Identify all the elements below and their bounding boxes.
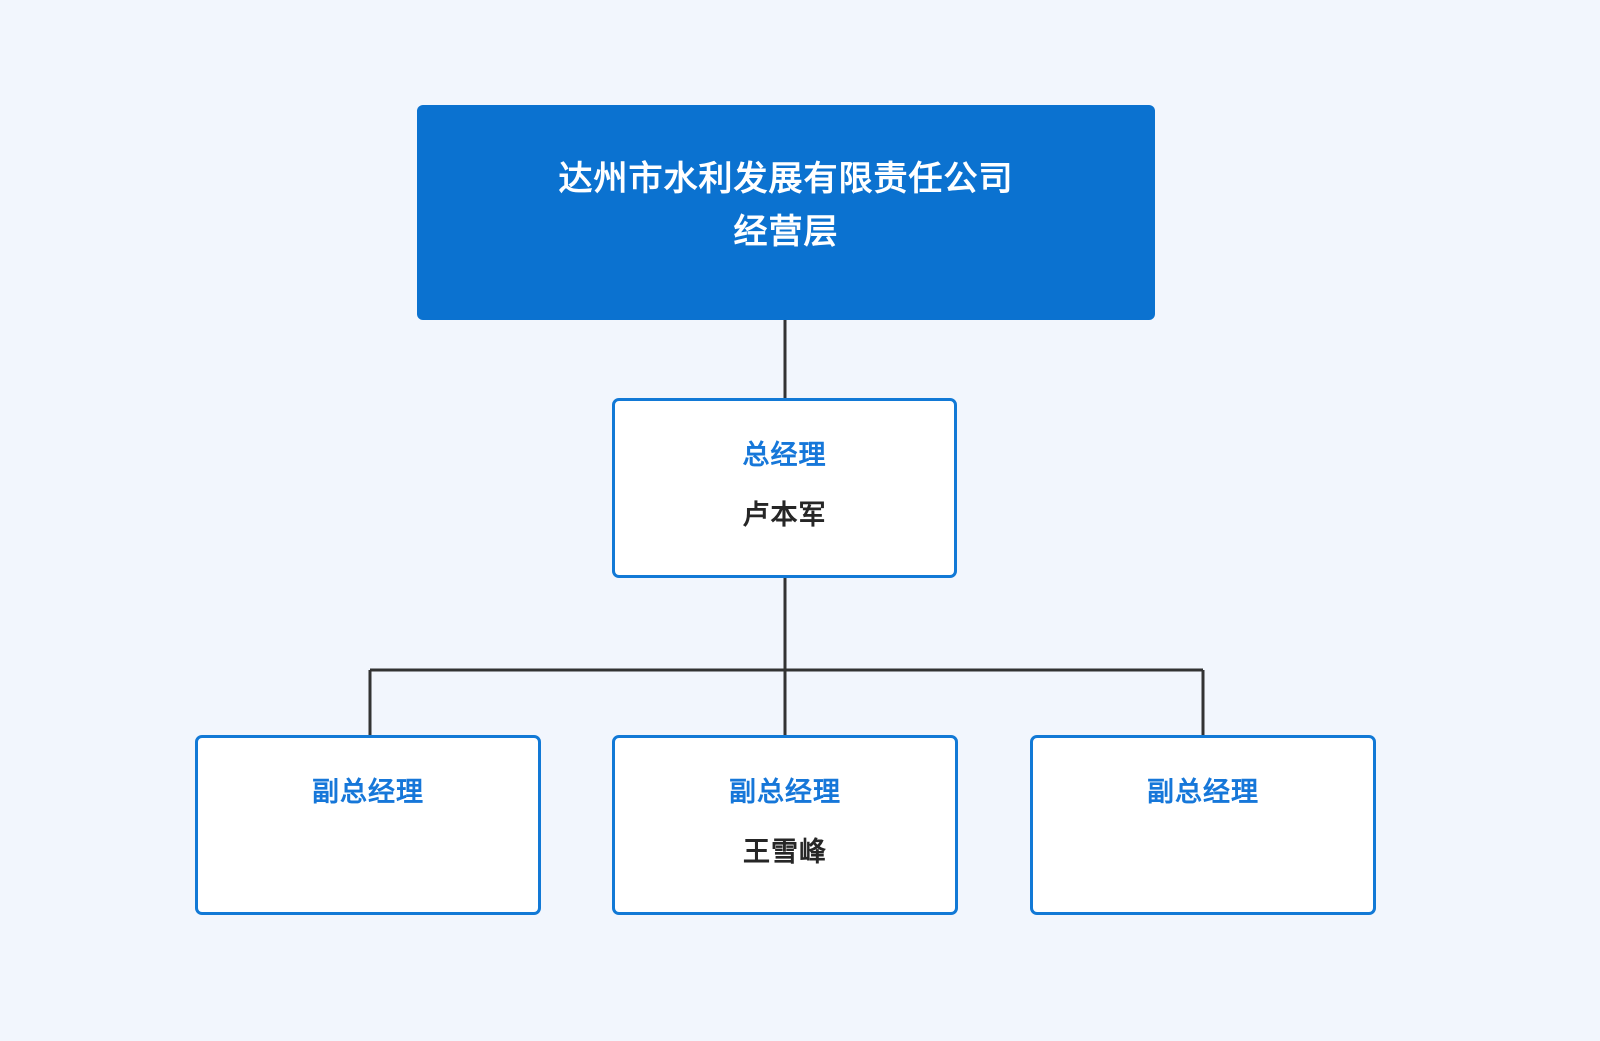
node-title-deputy-1: 副总经理 [312, 777, 424, 807]
node-person-deputy-2: 王雪峰 [743, 837, 827, 868]
node-title-general-manager: 总经理 [742, 440, 827, 470]
node-deputy-3[interactable]: 副总经理 [1030, 735, 1376, 915]
root-title-line-2: 经营层 [733, 212, 839, 251]
node-title-deputy-2: 副总经理 [729, 777, 841, 807]
root-title-line-1: 达州市水利发展有限责任公司 [558, 160, 1014, 198]
node-person-general-manager: 卢本军 [742, 500, 827, 531]
node-company-root[interactable]: 达州市水利发展有限责任公司 经营层 [417, 105, 1155, 320]
node-general-manager[interactable]: 总经理 卢本军 [612, 398, 957, 578]
node-title-deputy-3: 副总经理 [1147, 777, 1259, 807]
node-deputy-1[interactable]: 副总经理 [195, 735, 541, 915]
node-deputy-2[interactable]: 副总经理 王雪峰 [612, 735, 958, 915]
